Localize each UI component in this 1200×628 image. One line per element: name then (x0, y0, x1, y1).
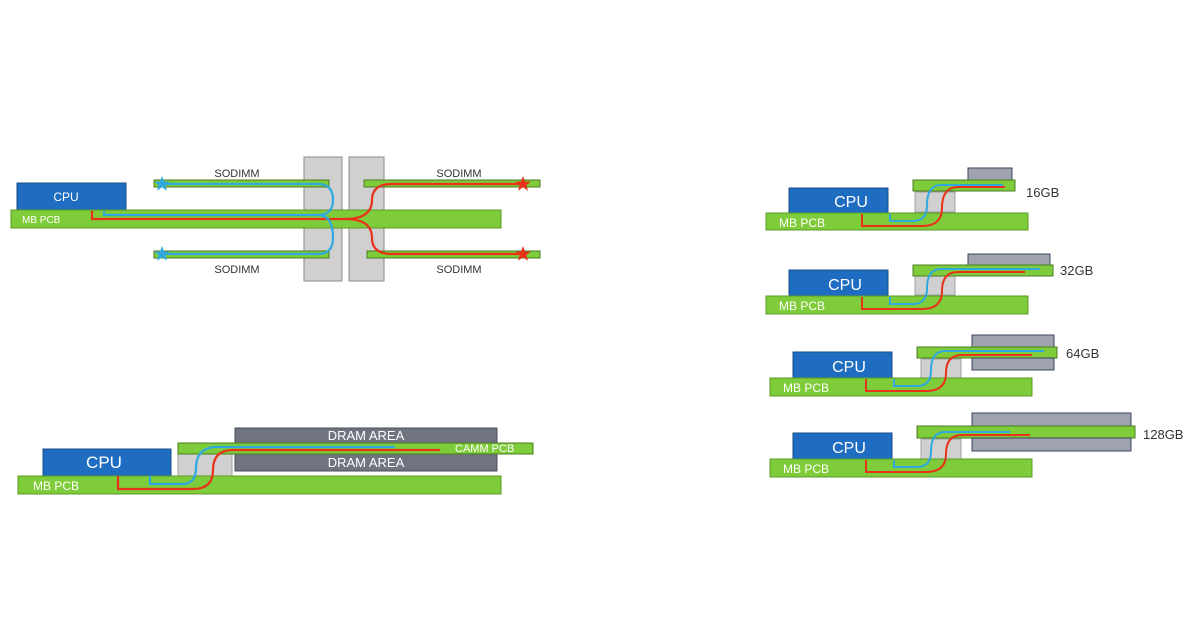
mb-pcb-label: MB PCB (33, 479, 79, 493)
mb-pcb-label: MB PCB (783, 381, 829, 395)
trace-blue (893, 431, 1010, 468)
dram-chip (967, 253, 1051, 266)
cpu-label: CPU (53, 190, 78, 204)
cpu-block (788, 187, 889, 215)
mb-pcb-label: MB PCB (22, 215, 61, 226)
capacity-label: 16GB (1026, 185, 1059, 200)
cpu-block (792, 432, 893, 461)
sodimm-label: SODIMM (436, 264, 481, 276)
mb-pcb (17, 475, 502, 495)
dram-area-label: DRAM AREA (328, 455, 405, 470)
trace-blue (893, 350, 1044, 387)
camm-pcb (912, 264, 1054, 277)
sodimm-diagram: CPU MB PCB SODIMM SODIMM SODIMM SODIMM (10, 156, 541, 282)
star-icon (154, 176, 170, 191)
capacity-label: 64GB (1066, 346, 1099, 361)
capacity-variant-128gb: CPU MB PCB 128GB (769, 412, 1183, 478)
mb-pcb-label: MB PCB (783, 462, 829, 476)
camm-pcb-label: CAMM PCB (455, 443, 514, 455)
cpu-label: CPU (832, 359, 866, 376)
sodimm-label: SODIMM (214, 168, 259, 180)
dram-chip (971, 357, 1055, 371)
connector (914, 191, 956, 213)
trace-red (865, 434, 1030, 473)
mb-pcb-label: MB PCB (779, 299, 825, 313)
capacity-label: 128GB (1143, 427, 1183, 442)
star-icon (515, 176, 531, 191)
trace-blue (148, 445, 395, 486)
sodimm-label: SODIMM (436, 168, 481, 180)
dram-chip (971, 412, 1132, 427)
connector (920, 358, 962, 379)
trace-blue (889, 184, 1003, 222)
capacity-label: 32GB (1060, 263, 1093, 278)
dram-area-label: DRAM AREA (328, 428, 405, 443)
capacity-variant-16gb: CPU MB PCB 16GB (765, 167, 1059, 231)
cpu-block (42, 448, 172, 477)
trace-red (116, 448, 440, 491)
connector (920, 438, 962, 460)
star-icon (154, 246, 170, 261)
dram-chip (967, 167, 1013, 181)
trace-red (861, 186, 1005, 227)
cpu-block (788, 269, 889, 298)
cpu-block (792, 351, 893, 380)
cpu-label: CPU (832, 440, 866, 457)
mb-pcb-label: MB PCB (779, 216, 825, 230)
camm-pcb (177, 442, 534, 455)
trace-blue (889, 268, 1040, 305)
trace-red (861, 271, 1025, 310)
dram-chip (971, 437, 1132, 452)
camm-connector (177, 453, 233, 477)
camm-diagram: CPU MB PCB DRAM AREA DRAM AREA CAMM PCB (17, 427, 534, 495)
trace-blue (162, 213, 335, 256)
connector (914, 274, 956, 296)
trace-red (344, 217, 523, 256)
capacity-variant-32gb: CPU MB PCB 32GB (765, 253, 1093, 315)
cpu-label: CPU (86, 453, 122, 472)
sodimm-label: SODIMM (214, 264, 259, 276)
dram-chip (971, 334, 1055, 348)
star-icon (515, 246, 531, 261)
trace-red (865, 354, 1032, 392)
cpu-label: CPU (828, 277, 862, 294)
capacity-variant-64gb: CPU MB PCB 64GB (769, 334, 1099, 397)
cpu-label: CPU (834, 194, 868, 211)
